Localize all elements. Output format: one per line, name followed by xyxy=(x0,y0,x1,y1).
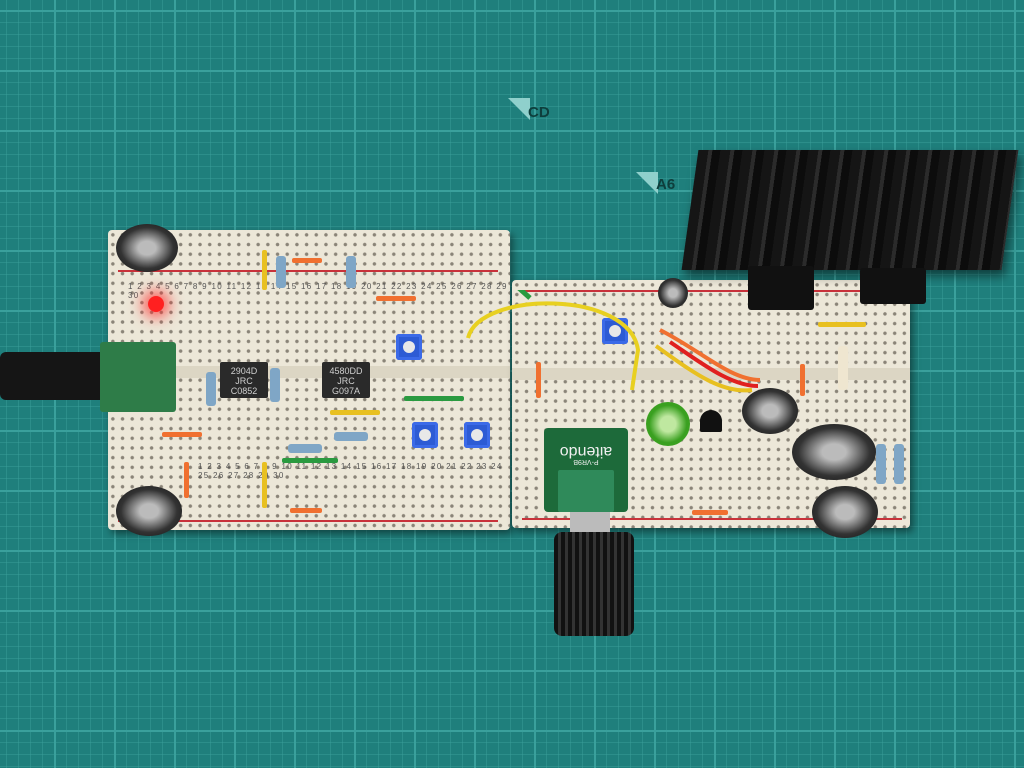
transistor xyxy=(700,410,722,432)
jumper-wire xyxy=(376,296,416,301)
resistor xyxy=(288,444,322,453)
green-capacitor xyxy=(646,402,690,446)
heatsink xyxy=(681,150,1019,270)
jumper-wire xyxy=(536,362,541,398)
jumper-wire xyxy=(818,322,866,327)
ic-maker: JRC xyxy=(235,376,253,386)
voltage-regulator xyxy=(860,268,926,304)
electrolytic-capacitor xyxy=(116,224,178,272)
jumper-wire xyxy=(290,508,322,513)
ic-part: 2904D xyxy=(230,366,258,376)
trimmer-pot xyxy=(602,318,628,344)
dc-power-jack xyxy=(0,352,110,400)
jumper-wire xyxy=(282,458,338,463)
jack-breakout-board xyxy=(100,342,176,412)
mat-marker xyxy=(636,172,658,194)
mat-label-a6: A6 xyxy=(656,176,676,193)
resistor xyxy=(276,256,286,288)
jumper-wire xyxy=(692,510,728,515)
flex-wires xyxy=(466,290,761,393)
volume-pot-board: aitendo P-VR9B xyxy=(544,428,628,512)
electrolytic-capacitor xyxy=(742,388,798,434)
resistor xyxy=(838,346,848,390)
ic-part: 4580DD xyxy=(329,366,363,376)
jumper-wire xyxy=(262,250,267,290)
resistor xyxy=(894,444,904,484)
mat-label-cd: CD xyxy=(528,104,550,121)
ic-maker: JRC xyxy=(337,376,355,386)
led-indicator xyxy=(148,296,164,312)
ic-lot: G097A xyxy=(331,386,361,396)
jumper-wire xyxy=(800,364,805,396)
row-numbers: 1 2 3 4 5 6 7 8 9 10 11 12 13 14 15 16 1… xyxy=(128,282,508,300)
jumper-wire xyxy=(404,396,464,401)
jumper-wire xyxy=(330,410,380,415)
volume-knob[interactable] xyxy=(554,532,634,636)
electrolytic-capacitor xyxy=(812,486,878,538)
trimmer-pot xyxy=(412,422,438,448)
electrolytic-capacitor xyxy=(116,486,182,536)
voltage-regulator xyxy=(748,266,814,310)
pot-shaft xyxy=(570,512,610,532)
mat-marker xyxy=(508,98,530,120)
electrolytic-capacitor xyxy=(792,424,876,480)
resistor xyxy=(270,368,280,402)
resistor xyxy=(876,444,886,484)
jumper-wire xyxy=(262,462,267,508)
row-numbers: 1 2 3 4 5 6 7 8 9 10 11 12 13 14 15 16 1… xyxy=(198,462,503,480)
jumper-wire xyxy=(162,432,202,437)
small-capacitor xyxy=(658,278,688,308)
jumper-wire xyxy=(292,258,322,263)
resistor xyxy=(334,432,368,441)
resistor xyxy=(206,372,216,406)
pot-board-model: P-VR9B xyxy=(573,458,599,465)
resistor xyxy=(346,256,356,288)
trimmer-pot xyxy=(464,422,490,448)
ic-lot: C0852 xyxy=(230,386,258,396)
jumper-wire xyxy=(184,462,189,498)
trimmer-pot xyxy=(396,334,422,360)
